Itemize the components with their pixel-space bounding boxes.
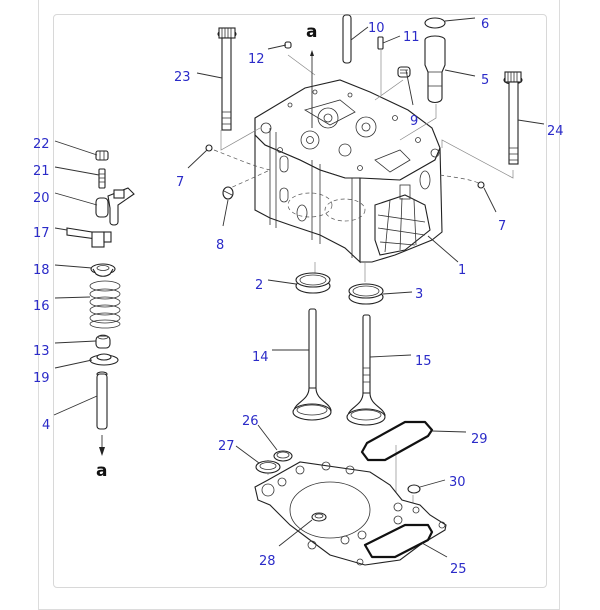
head-bolt-right[interactable] — [503, 71, 523, 165]
callout-21[interactable]: 21 — [33, 164, 50, 179]
callout-11[interactable]: 11 — [403, 30, 420, 45]
grommet[interactable] — [311, 512, 327, 522]
callout-15[interactable]: 15 — [415, 354, 432, 369]
callout-8[interactable]: 8 — [216, 238, 224, 253]
callout-18[interactable]: 18 — [33, 263, 50, 278]
callout-16[interactable]: 16 — [33, 299, 50, 314]
callout-4[interactable]: 4 — [42, 418, 50, 433]
exhaust-valve[interactable] — [346, 314, 386, 426]
callout-24[interactable]: 24 — [547, 124, 564, 139]
cylinder-head[interactable] — [254, 79, 443, 264]
callout-9[interactable]: 9 — [410, 114, 418, 129]
callout-7-right[interactable]: 7 — [498, 219, 506, 234]
crosshead-guide[interactable] — [95, 187, 135, 226]
callout-6[interactable]: 6 — [481, 17, 489, 32]
reference-arrow-bottom — [99, 435, 105, 456]
callout-23[interactable]: 23 — [174, 70, 191, 85]
callout-29[interactable]: 29 — [471, 432, 488, 447]
callout-1[interactable]: 1 — [458, 263, 466, 278]
nut[interactable] — [95, 150, 109, 161]
callout-26[interactable]: 26 — [242, 414, 259, 429]
callout-7-left[interactable]: 7 — [176, 175, 184, 190]
plug-right[interactable] — [477, 181, 485, 189]
intake-valve[interactable] — [292, 308, 332, 421]
head-gasket[interactable] — [254, 461, 447, 566]
valve-stem-seal[interactable] — [95, 334, 111, 349]
callout-19[interactable]: 19 — [33, 371, 50, 386]
sleeve[interactable] — [424, 35, 446, 104]
callout-27[interactable]: 27 — [218, 439, 235, 454]
spring-seat[interactable] — [89, 353, 119, 366]
callout-22[interactable]: 22 — [33, 137, 50, 152]
callout-17[interactable]: 17 — [33, 226, 50, 241]
callout-10[interactable]: 10 — [368, 21, 385, 36]
callout-13[interactable]: 13 — [33, 344, 50, 359]
valve-seat-insert-exhaust[interactable] — [348, 283, 384, 305]
valve-guide[interactable] — [96, 371, 108, 430]
callout-30[interactable]: 30 — [449, 475, 466, 490]
spring-retainer[interactable] — [90, 263, 116, 277]
reference-arrow-top — [310, 50, 314, 128]
valve-bridge[interactable] — [66, 227, 112, 248]
o-ring[interactable] — [424, 17, 446, 29]
plug-left[interactable] — [205, 144, 213, 152]
leader-lines — [53, 17, 545, 558]
callout-28[interactable]: 28 — [259, 554, 276, 569]
callout-3[interactable]: 3 — [415, 287, 423, 302]
seal-ring-small[interactable] — [273, 450, 293, 462]
callout-14[interactable]: 14 — [252, 350, 269, 365]
pin-short[interactable] — [377, 36, 384, 50]
callout-25[interactable]: 25 — [450, 562, 467, 577]
callout-5[interactable]: 5 — [481, 73, 489, 88]
seal-ring-large[interactable] — [255, 460, 281, 474]
pin-long[interactable] — [342, 14, 352, 64]
callout-2[interactable]: 2 — [255, 278, 263, 293]
reference-letter-top: a — [306, 22, 317, 42]
plug-top[interactable] — [397, 66, 411, 78]
reference-letter-bottom: a — [96, 461, 107, 481]
plug[interactable] — [222, 186, 234, 200]
o-ring-small[interactable] — [407, 484, 421, 494]
valve-spring[interactable] — [89, 280, 121, 329]
valve-seat-insert-intake[interactable] — [295, 272, 331, 294]
cover-gasket[interactable] — [360, 420, 434, 462]
adjust-screw[interactable] — [98, 168, 106, 189]
head-bolt-left[interactable] — [217, 27, 237, 131]
callout-12[interactable]: 12 — [248, 52, 265, 67]
callout-20[interactable]: 20 — [33, 191, 50, 206]
